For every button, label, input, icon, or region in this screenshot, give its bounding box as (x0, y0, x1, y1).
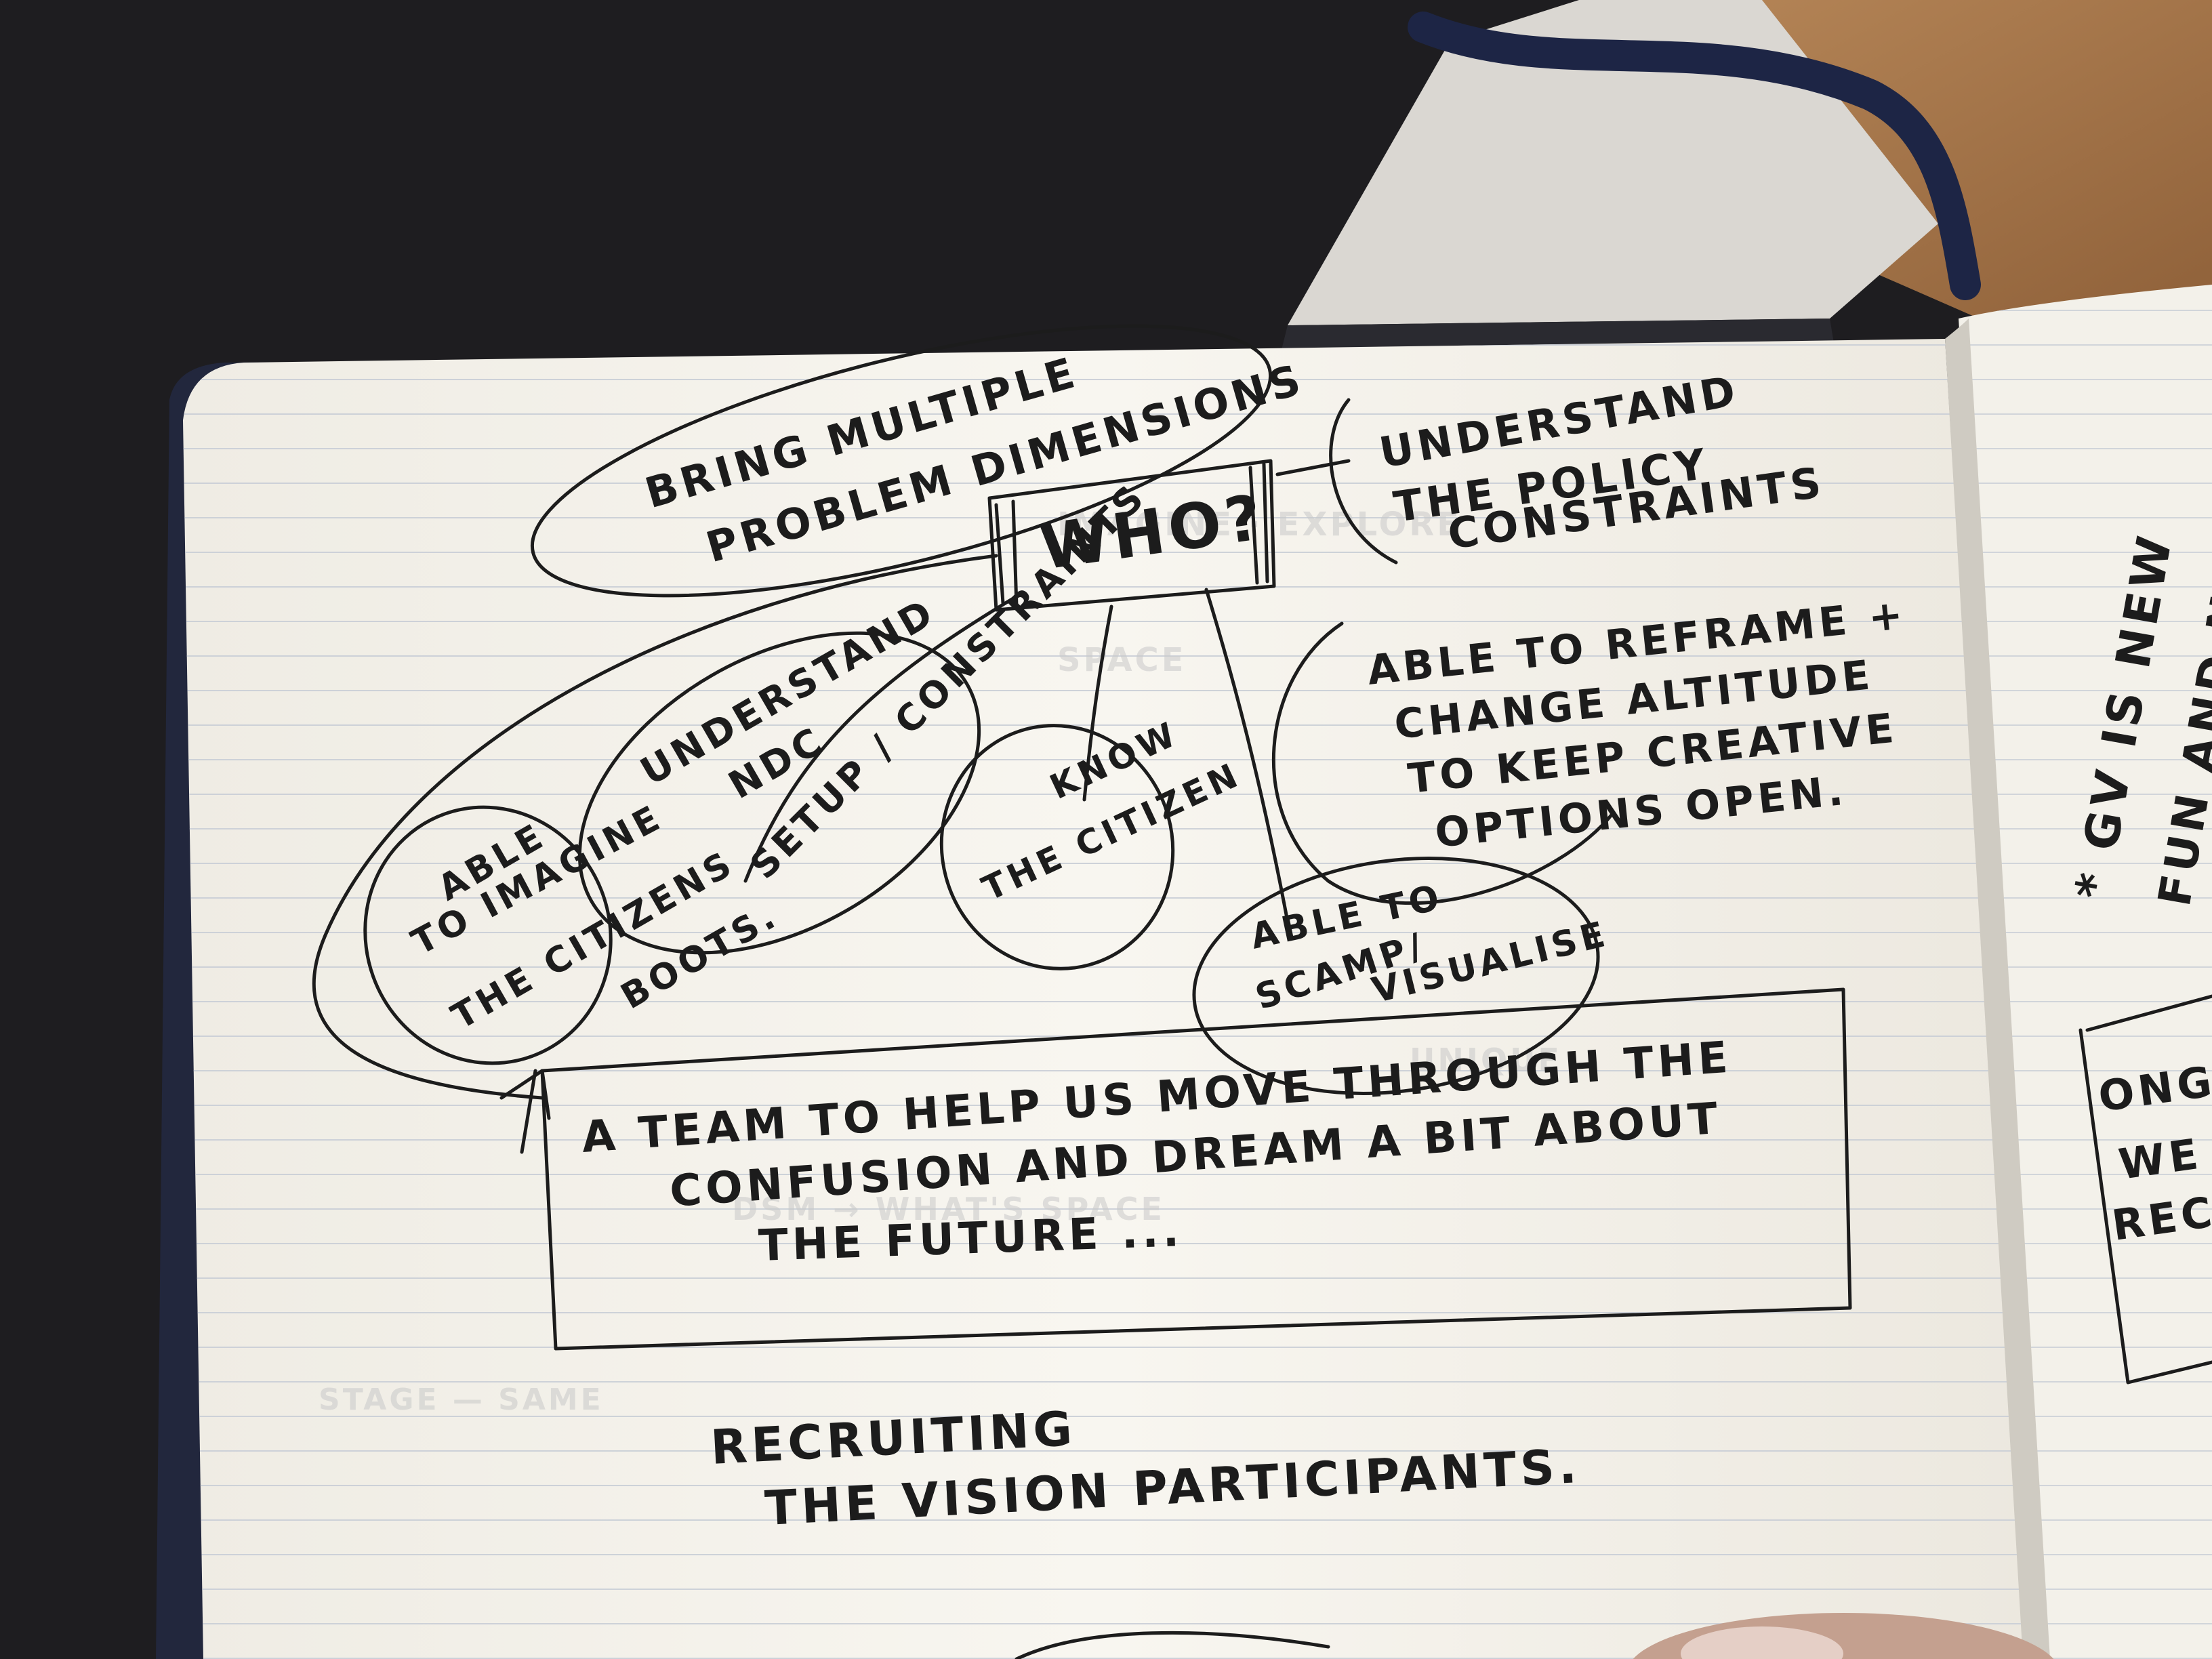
svg-text:STAGE — SAME: STAGE — SAME (319, 1382, 604, 1417)
connector-lines (312, 554, 1290, 1100)
reframe-note: ABLE TO REFRAME + CHANGE ALTITUDE TO KEE… (1272, 591, 1909, 905)
left-page-lines (183, 339, 2026, 1659)
bottom-fragment (1015, 1631, 1330, 1659)
fingernail (1681, 1626, 1843, 1659)
svg-text:SPACE: SPACE (1057, 641, 1187, 679)
right-line-4: WE (2116, 1128, 2205, 1189)
svg-text:IMAGINE · EXPLORE: IMAGINE · EXPLORE (1057, 506, 1462, 544)
elastic-strap (1408, 12, 1981, 300)
svg-text:DSM → WHAT'S SPACE: DSM → WHAT'S SPACE (732, 1191, 1165, 1227)
page-gutter (1945, 319, 2050, 1659)
bleed-through-text: IMAGINE · EXPLORE SPACE UNIQUE DSM → WHA… (319, 506, 1559, 1417)
